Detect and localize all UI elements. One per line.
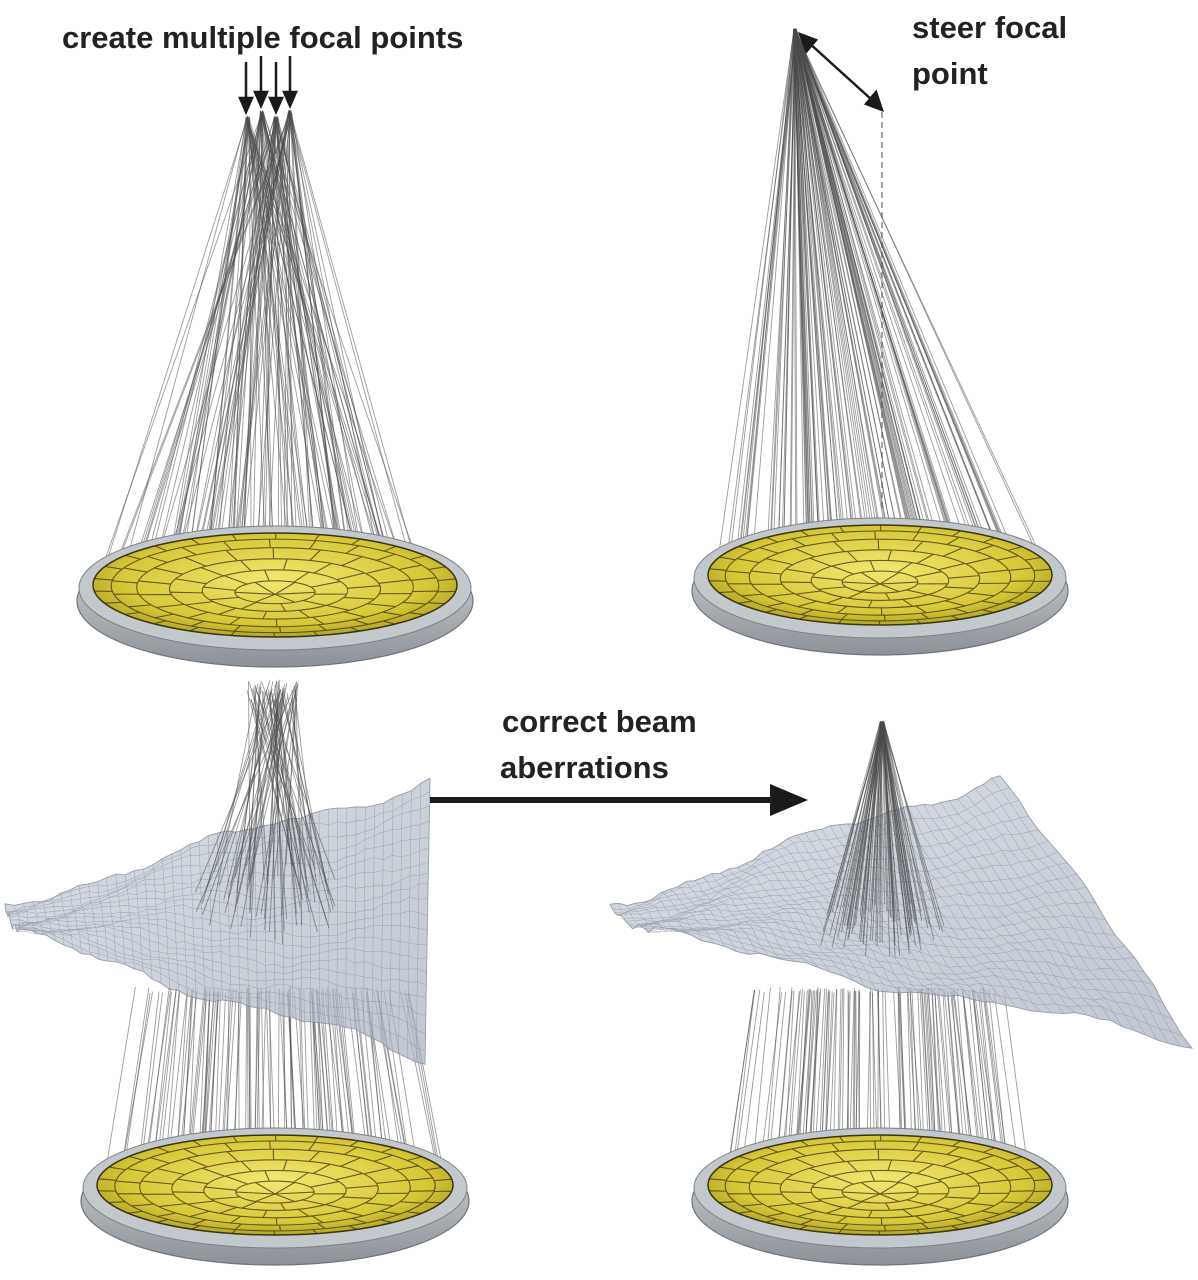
tissue-grid (4, 778, 431, 1065)
transducer-array-bottom-left (80, 1127, 470, 1266)
tissue-layer-left (4, 777, 431, 1065)
tissue-layer-right (609, 775, 1194, 1049)
panel-steer-focal-point: steer focal point (691, 10, 1069, 656)
panel-multiple-focal-points: create multiple focal points (62, 20, 474, 668)
focal-point-arrows (238, 56, 298, 116)
correct-aberrations-arrow: correct beam aberrations (430, 704, 808, 816)
transducer-segments (709, 1134, 1051, 1236)
label-aberrations: aberrations (500, 750, 669, 785)
transducer-segments (94, 532, 456, 638)
transducer-segments (709, 524, 1051, 626)
transducer-array-top-left (76, 525, 474, 668)
transducer-surface (96, 1134, 454, 1236)
panel-aberrated-beam (4, 679, 470, 1266)
transducer-surface (92, 532, 458, 638)
beam-lines-corrected-upper (820, 721, 945, 957)
tissue-grid (609, 775, 1193, 1049)
transducer-array-bottom-right (691, 1127, 1069, 1266)
beam-lines-aberrated-upper (194, 679, 336, 944)
label-create-multiple-focal-points: create multiple focal points (62, 20, 463, 55)
transducer-segments (98, 1134, 452, 1236)
beam-lines-multiple-foci (95, 109, 430, 632)
beam-lines-steered (717, 28, 1049, 622)
panel-corrected-beam (609, 721, 1194, 1266)
transducer-surface (707, 524, 1053, 626)
transducer-array-top-right (691, 517, 1069, 656)
transducer-surface (707, 1134, 1053, 1236)
label-correct-beam: correct beam (502, 704, 697, 739)
label-steer-focal-line2: point (912, 56, 988, 91)
label-steer-focal-line1: steer focal (912, 10, 1067, 45)
steer-double-arrow (797, 31, 885, 113)
